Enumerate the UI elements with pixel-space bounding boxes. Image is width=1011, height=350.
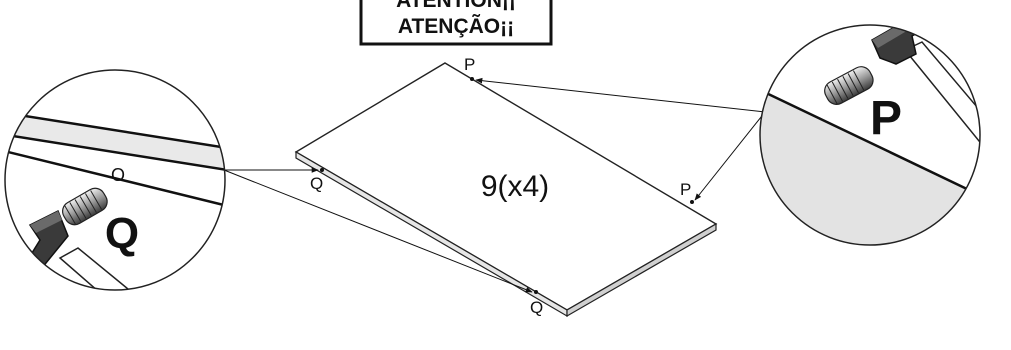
pointer-lines (223, 77, 766, 293)
detail-circle-right: P (759, 24, 981, 246)
marker-q-left: Q (310, 174, 323, 193)
detail-circle-left: O Q (4, 69, 226, 291)
detail-left-letter: Q (105, 209, 139, 258)
detail-right-letter: P (870, 92, 902, 145)
hole-q-bottom (534, 290, 538, 294)
marker-q-bottom: Q (530, 298, 543, 317)
warning-box: ATENTION¡¡ ATENÇÃO¡¡ (359, 0, 553, 46)
hole-p-right (690, 200, 694, 204)
marker-p-right: P (680, 180, 691, 199)
hole-q-left (320, 168, 324, 172)
dowel-icon-right (824, 66, 874, 105)
dowel-icon-left (62, 187, 108, 226)
warning-text-1: ATENTION¡¡ (396, 0, 516, 12)
panel-label: 9(x4) (481, 170, 549, 203)
hole-p-top (470, 77, 474, 81)
panel-board: 9(x4) (294, 62, 718, 318)
detail-left-hole-label: O (111, 165, 125, 185)
marker-p-top: P (464, 55, 475, 74)
warning-text-2: ATENÇÃO¡¡ (398, 15, 514, 38)
